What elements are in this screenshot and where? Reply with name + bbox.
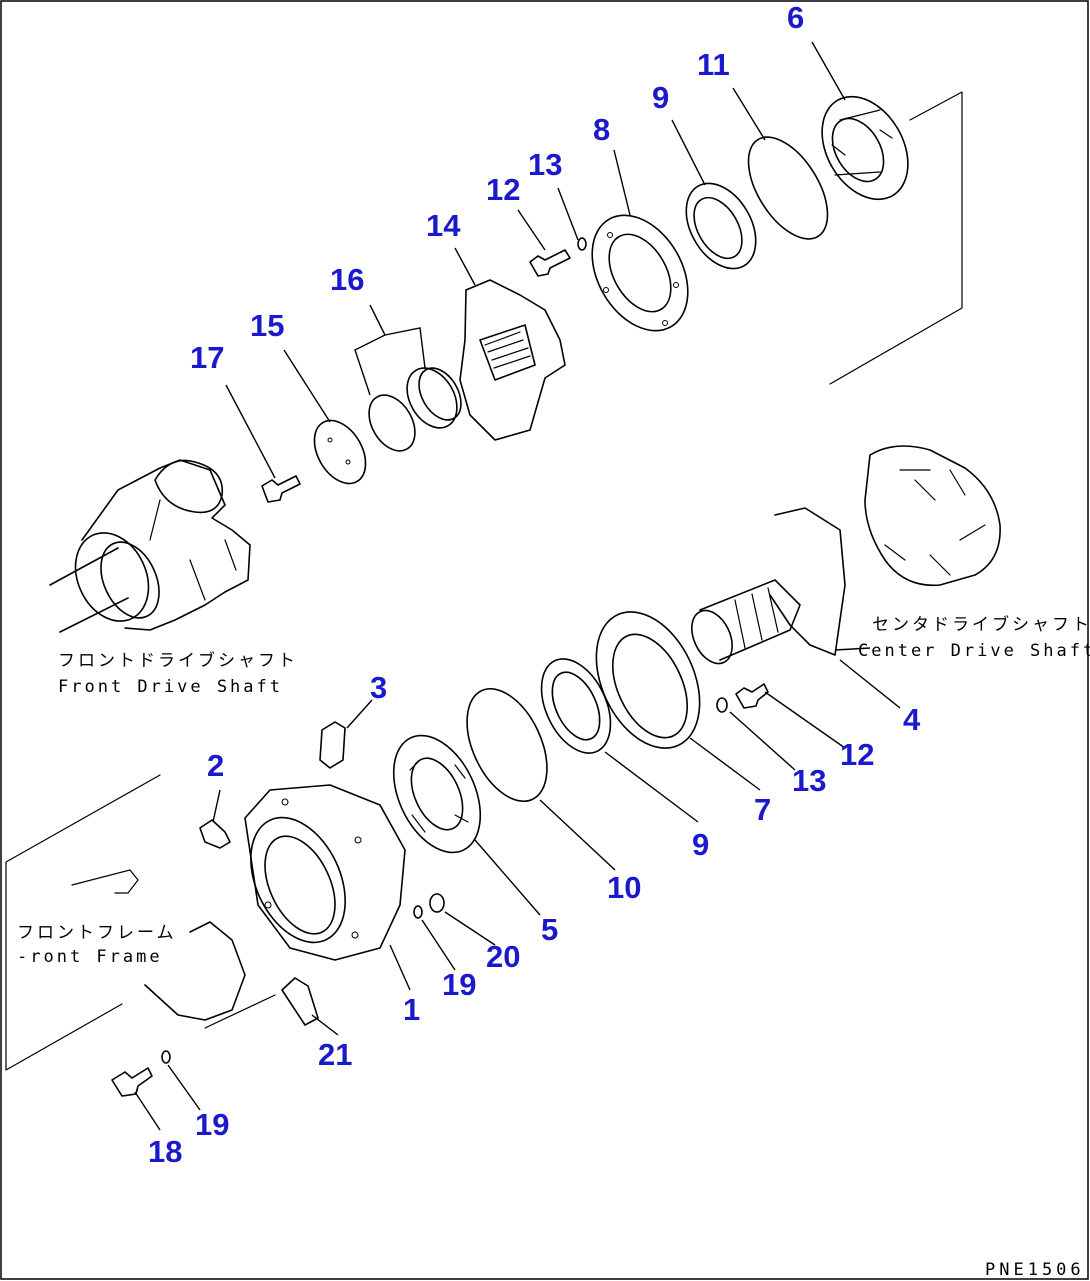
part-12-upper-bolt xyxy=(529,249,571,277)
front-frame-sketch xyxy=(71,869,276,1029)
front-frame-caption-en: -ront Frame xyxy=(17,947,163,967)
part-16-seals xyxy=(368,367,462,452)
part-19-washer-upper xyxy=(413,905,423,919)
part-13-upper-washer xyxy=(577,237,587,251)
callout-19-upper: 19 xyxy=(442,967,476,1002)
callout-18: 18 xyxy=(148,1134,182,1169)
callout-10: 10 xyxy=(607,870,641,905)
callout-16: 16 xyxy=(330,262,364,297)
front-drive-shaft-caption-jp: フロントドライブシャフト xyxy=(58,650,298,671)
callout-12-lower: 12 xyxy=(840,737,874,772)
callout-numbers: 6 11 9 8 13 12 14 16 15 17 3 2 4 12 13 7… xyxy=(148,0,921,1169)
callout-7: 7 xyxy=(754,792,771,827)
part-21-bracket xyxy=(281,977,319,1026)
front-drive-shaft-caption-en: Front Drive Shaft xyxy=(58,677,283,697)
part-3-grease-fitting xyxy=(319,721,346,769)
callout-2: 2 xyxy=(207,748,224,783)
part-13-lower-washer xyxy=(716,697,728,713)
part-17-bolt xyxy=(261,475,301,503)
part-7-seal-housing xyxy=(595,611,701,749)
drawing-code: PNE1506 xyxy=(985,1260,1085,1280)
captions: フロントドライブシャフト Front Drive Shaft センタドライブシャ… xyxy=(17,614,1090,1280)
front-drive-shaft-drawing xyxy=(49,459,251,633)
callout-5: 5 xyxy=(541,912,558,947)
callout-15: 15 xyxy=(250,308,284,343)
callout-9-upper: 9 xyxy=(652,80,669,115)
center-drive-shaft-drawing xyxy=(864,445,1001,587)
callout-19-lower: 19 xyxy=(195,1107,229,1142)
callout-4: 4 xyxy=(903,702,921,737)
part-15-plate xyxy=(313,419,367,485)
front-frame-caption-jp: フロントフレーム xyxy=(17,923,177,943)
callout-13-lower: 13 xyxy=(792,763,826,798)
part-8-seal-housing xyxy=(591,214,689,332)
part-18-bolt xyxy=(111,1067,153,1097)
center-drive-shaft-caption-jp: センタドライブシャフト xyxy=(872,614,1090,635)
callout-17: 17 xyxy=(190,340,224,375)
part-9-upper-race xyxy=(685,182,757,270)
part-4-shaft xyxy=(691,507,846,665)
part-12-lower-bolt xyxy=(735,683,769,709)
callout-21: 21 xyxy=(318,1037,352,1072)
center-drive-shaft-caption-en: Center Drive Shaft xyxy=(858,641,1090,661)
part-19-washer-lower xyxy=(161,1050,171,1064)
callout-20: 20 xyxy=(486,939,520,974)
callout-12-upper: 12 xyxy=(486,172,520,207)
callout-14: 14 xyxy=(426,208,461,243)
callout-13-upper: 13 xyxy=(528,147,562,182)
part-10-o-ring xyxy=(466,687,548,803)
part-14-flange-yoke xyxy=(459,279,566,441)
leader-lines xyxy=(134,41,901,1131)
callout-1: 1 xyxy=(403,992,420,1027)
part-9-lower-race xyxy=(540,658,612,754)
part-2-breather xyxy=(199,819,231,849)
part-6-bearing xyxy=(821,95,909,201)
callout-8: 8 xyxy=(593,112,610,147)
frame-reference-lines-upper xyxy=(829,91,963,385)
part-11-o-ring xyxy=(747,136,829,240)
part-20-nut xyxy=(429,893,445,913)
callout-3: 3 xyxy=(370,670,387,705)
callout-11: 11 xyxy=(697,47,730,82)
frame-reference-lines-lower xyxy=(5,774,161,1071)
part-1-bearing-housing xyxy=(244,784,406,961)
part-5-bearing xyxy=(392,734,482,854)
callout-9-lower: 9 xyxy=(692,827,709,862)
callout-6: 6 xyxy=(787,0,804,35)
